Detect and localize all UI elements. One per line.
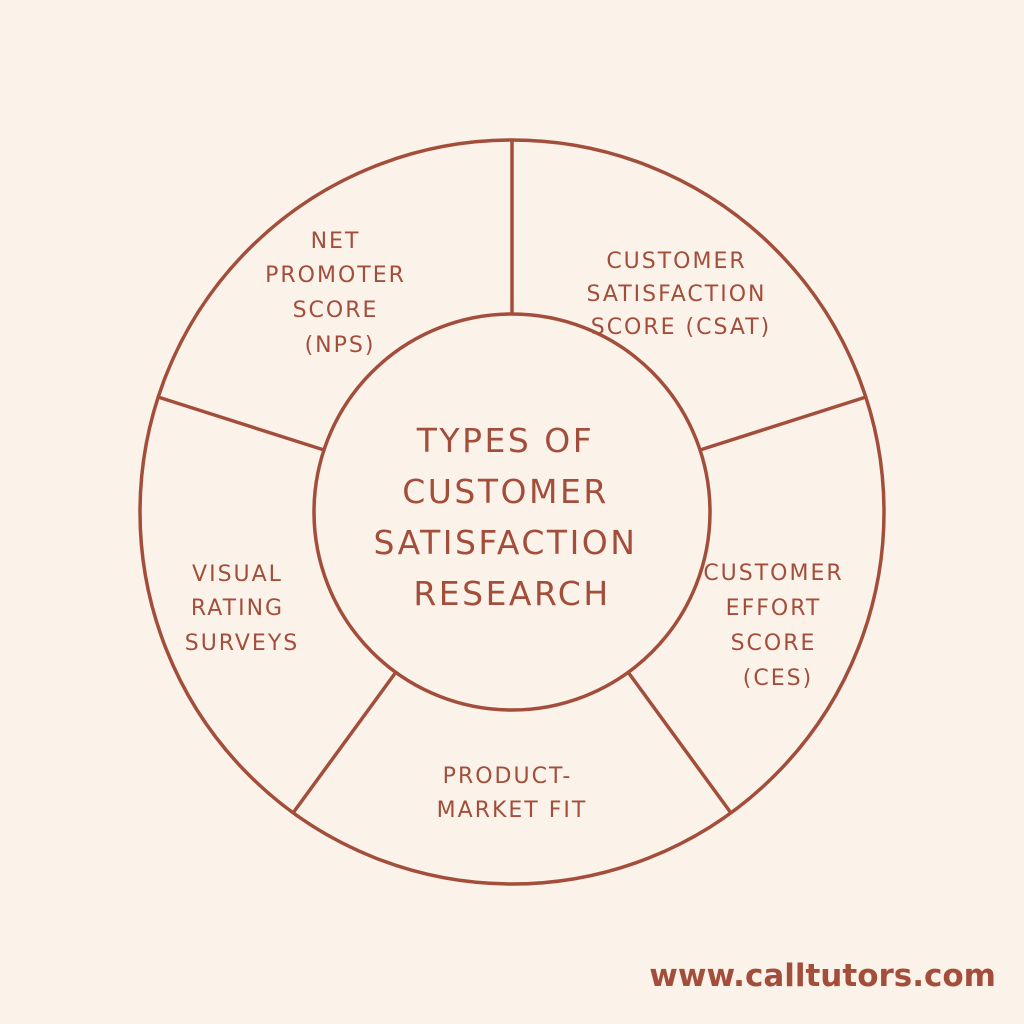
segment-label-line: PROMOTER xyxy=(265,263,406,288)
segment-label-nps: NET PROMOTER SCORE (NPS) xyxy=(265,229,415,358)
segment-label-line: MARKET FIT xyxy=(437,798,588,823)
ring-shapes xyxy=(138,138,886,886)
segment-label-line: SCORE (CSAT) xyxy=(591,315,772,340)
segment-label-line: SCORE xyxy=(293,298,379,323)
divider-bottom-right xyxy=(626,670,733,815)
segment-label-line: SCORE xyxy=(731,631,817,656)
segment-label-line: RATING xyxy=(191,596,284,621)
divider-bottom-left xyxy=(291,670,398,815)
divider-right xyxy=(699,395,867,452)
segment-label-line: SATISFACTION xyxy=(587,282,767,307)
segment-label-ces: CUSTOMER EFFORT SCORE (CES) xyxy=(703,561,852,691)
website-link[interactable]: www.calltutors.com xyxy=(649,958,996,994)
center-title: TYPES OF CUSTOMER SATISFACTION RESEARCH xyxy=(374,421,651,613)
inner-circle xyxy=(312,312,712,712)
center-title-line: RESEARCH xyxy=(413,574,610,613)
segment-label-line: EFFORT xyxy=(726,596,822,621)
segment-label-line: CUSTOMER xyxy=(703,561,843,586)
center-title-line: TYPES OF xyxy=(416,421,594,460)
segment-label-line: PRODUCT- xyxy=(443,764,573,789)
segment-label-csat: CUSTOMER SATISFACTION SCORE (CSAT) xyxy=(587,249,776,340)
center-title-line: CUSTOMER xyxy=(402,472,609,511)
segment-label-line: VISUAL xyxy=(192,562,283,587)
segment-label-line: (NPS) xyxy=(305,333,376,358)
segment-label-line: (CES) xyxy=(743,666,813,691)
segment-label-vrs: VISUAL RATING SURVEYS xyxy=(185,562,300,656)
segment-label-pmf: PRODUCT- MARKET FIT xyxy=(437,764,588,823)
segment-label-line: CUSTOMER xyxy=(606,249,746,274)
segment-label-line: NET xyxy=(311,229,361,254)
center-title-line: SATISFACTION xyxy=(374,523,638,562)
divider-left xyxy=(157,395,325,452)
segment-label-line: SURVEYS xyxy=(185,631,300,656)
